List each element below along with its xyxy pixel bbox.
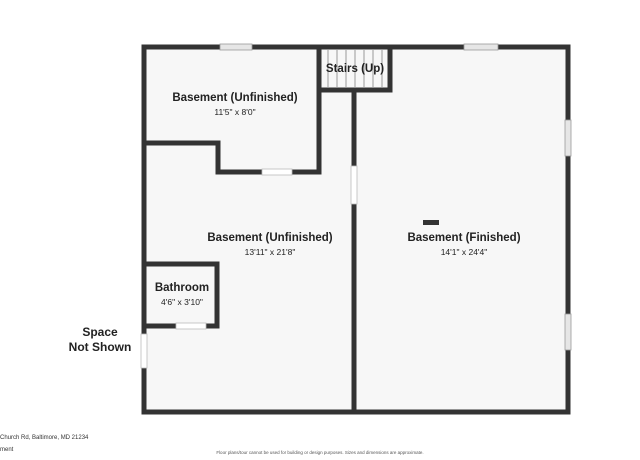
- stair-steps: [327, 50, 383, 87]
- window-top-right: [463, 43, 499, 51]
- space-not-shown-note: Space Not Shown: [60, 325, 140, 355]
- room-basement-finished: Basement (Finished) 14'1" x 24'4": [364, 232, 564, 257]
- window-right-upper: [564, 119, 572, 157]
- room-basement-unfinished-top: Basement (Unfinished) 11'5" x 8'0": [152, 92, 318, 117]
- door-opening-top-room: [261, 168, 293, 176]
- openings: [140, 165, 358, 369]
- room-stairs: Stairs (Up): [320, 63, 390, 75]
- opening-left: [140, 333, 148, 369]
- space-note-line1: Space: [82, 325, 118, 339]
- room-name: Basement (Unfinished): [172, 92, 298, 104]
- window-right-lower: [564, 313, 572, 351]
- room-dims: 4'6" x 3'10": [161, 297, 203, 307]
- windows: [219, 43, 572, 351]
- footer-address: Church Rd, Baltimore, MD 21234: [0, 435, 89, 441]
- door-opening-center: [350, 165, 358, 205]
- floor-marker: [423, 220, 439, 225]
- footer-disclaimer: Floor plans/tour cannot be used for buil…: [216, 450, 424, 455]
- footer-subtitle: ment: [0, 447, 14, 453]
- room-dims: 11'5" x 8'0": [214, 107, 256, 117]
- space-note-line2: Not Shown: [68, 340, 132, 354]
- room-basement-unfinished-main: Basement (Unfinished) 13'11" x 21'8": [180, 232, 360, 257]
- room-name: Stairs (Up): [325, 63, 385, 75]
- room-name: Basement (Finished): [407, 232, 521, 244]
- room-name: Basement (Unfinished): [207, 232, 333, 244]
- window-top-left: [219, 43, 253, 51]
- room-bathroom: Bathroom 4'6" x 3'10": [148, 282, 216, 307]
- walls: [141, 44, 571, 415]
- room-dims: 13'11" x 21'8": [244, 247, 296, 257]
- room-dims: 14'1" x 24'4": [440, 247, 488, 257]
- door-opening-bathroom: [175, 322, 207, 330]
- room-name: Bathroom: [154, 282, 210, 294]
- footer-address-block: Church Rd, Baltimore, MD 21234 ment: [0, 432, 88, 456]
